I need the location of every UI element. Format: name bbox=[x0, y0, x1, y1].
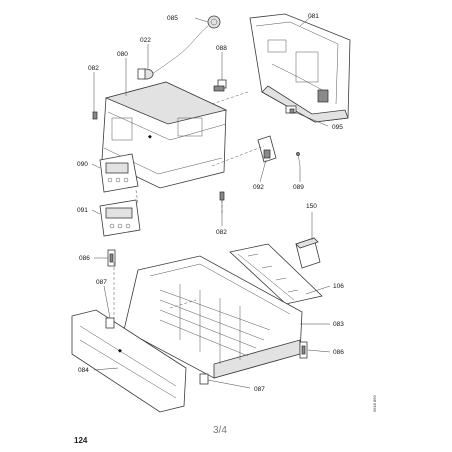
part-083-base-tray bbox=[123, 255, 303, 379]
callout-150: 150 bbox=[306, 203, 317, 210]
part-092-bracket bbox=[257, 135, 277, 163]
part-085-cable-knob bbox=[151, 15, 221, 75]
leader-lines bbox=[91, 15, 331, 389]
callout-labels: 085 081 022 088 080 082 095 090 092 089 … bbox=[77, 13, 344, 393]
svg-text:◆: ◆ bbox=[118, 348, 122, 354]
document-code: 5618 869 bbox=[372, 395, 377, 412]
callout-095: 095 bbox=[332, 124, 343, 131]
callout-081: 081 bbox=[308, 13, 319, 20]
callout-082b: 082 bbox=[216, 229, 227, 236]
callout-089: 089 bbox=[293, 184, 304, 191]
part-150-block bbox=[295, 237, 321, 269]
part-087-latch-right bbox=[199, 373, 209, 385]
callout-088: 088 bbox=[216, 45, 227, 52]
part-106-shelf bbox=[229, 243, 323, 305]
callout-085: 085 bbox=[167, 15, 178, 22]
part-091-display-module bbox=[99, 199, 141, 237]
callout-106: 106 bbox=[333, 283, 344, 290]
part-022-sensor bbox=[137, 68, 154, 80]
callout-083: 083 bbox=[333, 321, 344, 328]
callout-022: 022 bbox=[140, 37, 151, 44]
callout-086a: 086 bbox=[79, 255, 90, 262]
svg-text:◆: ◆ bbox=[148, 134, 152, 140]
part-084-front-panel: ◆ bbox=[71, 309, 187, 413]
part-082-clip-lower bbox=[219, 191, 225, 201]
part-087-latch-left bbox=[105, 317, 115, 329]
callout-080: 080 bbox=[117, 51, 128, 58]
part-081-rear-housing bbox=[249, 13, 351, 123]
part-086-clip-right bbox=[299, 341, 308, 359]
callout-086b: 086 bbox=[333, 349, 344, 356]
part-095-clip bbox=[285, 105, 297, 114]
page-number: 3/4 bbox=[213, 425, 227, 436]
callout-087b: 087 bbox=[254, 386, 265, 393]
callout-087a: 087 bbox=[96, 279, 107, 286]
part-090-display-module bbox=[99, 153, 139, 193]
page-id: 124 bbox=[74, 436, 88, 445]
part-088-connector bbox=[213, 79, 227, 92]
part-089-screw bbox=[296, 152, 301, 167]
callout-090: 090 bbox=[77, 161, 88, 168]
callout-091: 091 bbox=[77, 207, 88, 214]
callout-084: 084 bbox=[78, 367, 89, 374]
callout-082a: 082 bbox=[88, 65, 99, 72]
part-082-clip-upper bbox=[92, 111, 98, 120]
callout-092: 092 bbox=[253, 184, 264, 191]
